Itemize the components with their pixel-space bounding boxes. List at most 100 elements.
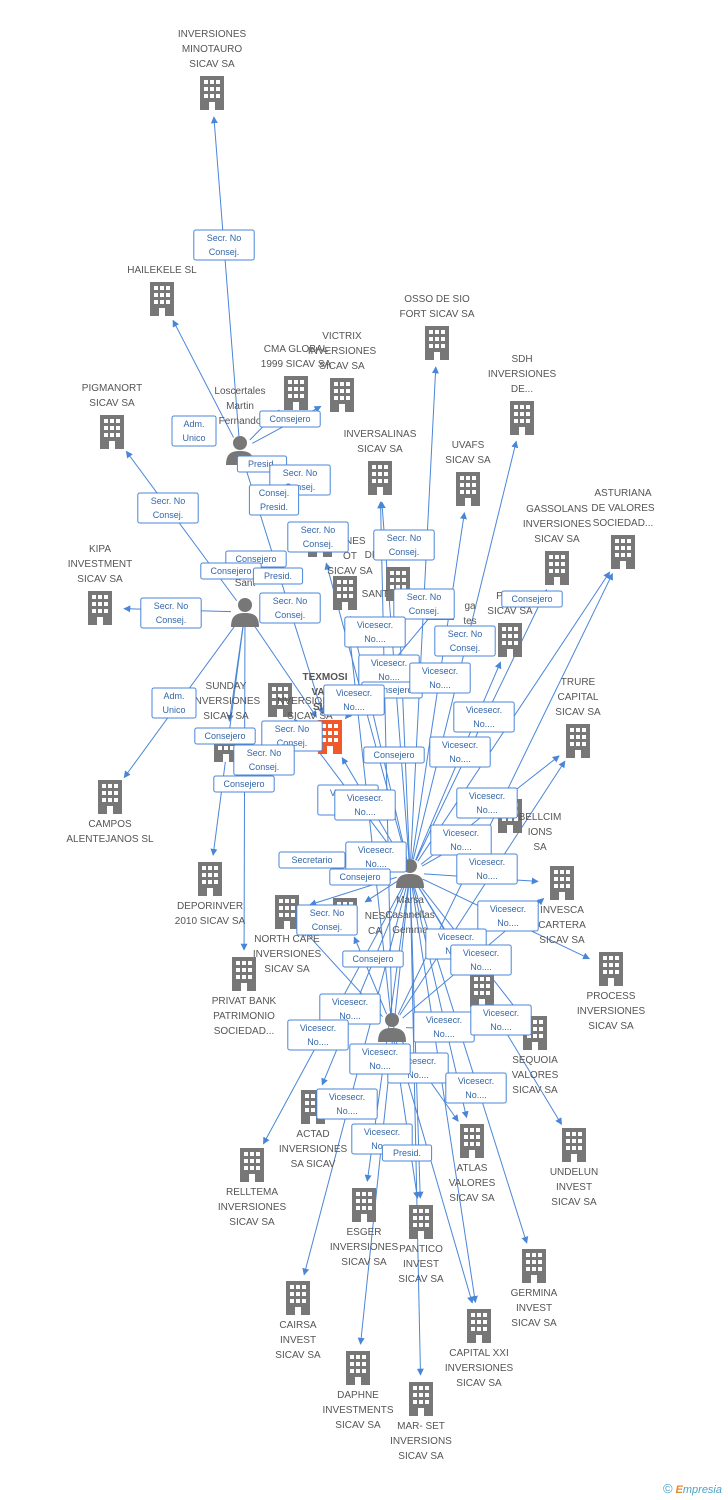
company-minotauro-icon[interactable] bbox=[200, 76, 224, 110]
brand-logo-e: E bbox=[675, 1484, 683, 1496]
edge-role-label: Vicesecr.No.... bbox=[319, 993, 381, 1025]
company-sant-label: SANT bbox=[362, 589, 389, 600]
company-trure-icon[interactable] bbox=[566, 724, 590, 758]
edges-layer bbox=[123, 116, 613, 1376]
svg-text:Consejero: Consejero bbox=[210, 566, 251, 576]
edge-marset bbox=[409, 886, 424, 1376]
company-inversalinas-icon[interactable] bbox=[368, 461, 392, 495]
edge-role-label: Vicesecr.No.... bbox=[477, 900, 539, 932]
company-uvafs-icon[interactable] bbox=[456, 472, 480, 506]
company-pigmanort-icon[interactable] bbox=[100, 415, 124, 449]
svg-text:Vicesecr.: Vicesecr. bbox=[362, 1047, 398, 1057]
svg-text:Consej.: Consej. bbox=[389, 547, 420, 557]
edge-center-sant2 bbox=[252, 623, 317, 718]
company-campos-icon[interactable] bbox=[98, 780, 122, 814]
svg-text:No....: No.... bbox=[473, 719, 495, 729]
svg-text:Secr. No: Secr. No bbox=[207, 233, 242, 243]
edge-sant bbox=[348, 615, 408, 860]
edge-role-label: Vicesecr.No.... bbox=[349, 1043, 411, 1075]
company-capitalxxi-icon[interactable] bbox=[467, 1309, 491, 1343]
edge-role-label: Vicesecr.No.... bbox=[470, 1004, 532, 1036]
company-northcape-icon[interactable] bbox=[275, 895, 299, 929]
edge-role-label: Vicesecr.No.... bbox=[323, 684, 385, 716]
edge-role-label: Vicesecr.No.... bbox=[316, 1088, 378, 1120]
edge-role-label: Consejero bbox=[342, 950, 404, 968]
edge-role-label: Consejero bbox=[363, 746, 425, 764]
svg-text:No....: No.... bbox=[407, 1070, 429, 1080]
company-mobiliaris-icon[interactable] bbox=[470, 973, 494, 1007]
company-polo-icon[interactable] bbox=[498, 623, 522, 657]
company-germina-icon[interactable] bbox=[522, 1249, 546, 1283]
person-paloma-icon[interactable] bbox=[378, 1013, 406, 1042]
company-ossodesio-icon[interactable] bbox=[425, 326, 449, 360]
svg-text:Consejero: Consejero bbox=[269, 414, 310, 424]
svg-text:Vicesecr.: Vicesecr. bbox=[469, 857, 505, 867]
company-daphne-icon[interactable] bbox=[346, 1351, 370, 1385]
company-gassolans-icon[interactable] bbox=[545, 551, 569, 585]
svg-text:Vicesecr.: Vicesecr. bbox=[357, 620, 393, 630]
svg-text:Adm.: Adm. bbox=[163, 691, 184, 701]
svg-text:No....: No.... bbox=[371, 1141, 393, 1151]
copyright-icon: © bbox=[662, 1481, 673, 1496]
company-privatbank-icon[interactable] bbox=[232, 957, 256, 991]
company-cmaglobal-icon[interactable] bbox=[284, 376, 308, 410]
company-kipa-icon[interactable] bbox=[88, 591, 112, 625]
company-process-icon[interactable] bbox=[599, 952, 623, 986]
edge-role-label: Consejero bbox=[329, 868, 391, 886]
person-sant2-icon[interactable] bbox=[231, 598, 259, 627]
brand-name: mpresia bbox=[682, 1484, 722, 1496]
company-asturiana-icon[interactable] bbox=[611, 535, 635, 569]
company-undelun-icon[interactable] bbox=[562, 1128, 586, 1162]
company-sdh-icon[interactable] bbox=[510, 401, 534, 435]
company-marset-icon[interactable] bbox=[409, 1382, 433, 1416]
company-invesca-icon[interactable] bbox=[550, 866, 574, 900]
svg-text:Vicesecr.: Vicesecr. bbox=[442, 740, 478, 750]
svg-text:Consej.: Consej. bbox=[277, 738, 308, 748]
svg-text:No....: No.... bbox=[465, 1090, 487, 1100]
company-sant-icon[interactable] bbox=[333, 576, 357, 610]
svg-text:Vicesecr.: Vicesecr. bbox=[426, 1015, 462, 1025]
svg-text:Vicesecr.: Vicesecr. bbox=[483, 1008, 519, 1018]
edge-role-label: Presid. bbox=[252, 567, 304, 585]
company-deporinver-icon[interactable] bbox=[198, 862, 222, 896]
company-cairsa-icon[interactable] bbox=[286, 1281, 310, 1315]
company-atlas-icon[interactable] bbox=[460, 1124, 484, 1158]
edge-nesc bbox=[364, 880, 399, 903]
svg-text:Vicesecr.: Vicesecr. bbox=[422, 666, 458, 676]
svg-text:Consej.: Consej. bbox=[312, 922, 343, 932]
svg-text:No....: No.... bbox=[354, 807, 376, 817]
company-hailekele-icon[interactable] bbox=[150, 282, 174, 316]
company-pantico-icon[interactable] bbox=[409, 1205, 433, 1239]
company-victrix-icon[interactable] bbox=[330, 378, 354, 412]
svg-text:Presid.: Presid. bbox=[264, 571, 292, 581]
edge-role-label: Consejero bbox=[200, 562, 262, 580]
company-relltema-icon[interactable] bbox=[240, 1148, 264, 1182]
edge-minotauro bbox=[210, 116, 240, 437]
edge-role-label: Consejero bbox=[194, 727, 256, 745]
company-esger-icon[interactable] bbox=[352, 1188, 376, 1222]
